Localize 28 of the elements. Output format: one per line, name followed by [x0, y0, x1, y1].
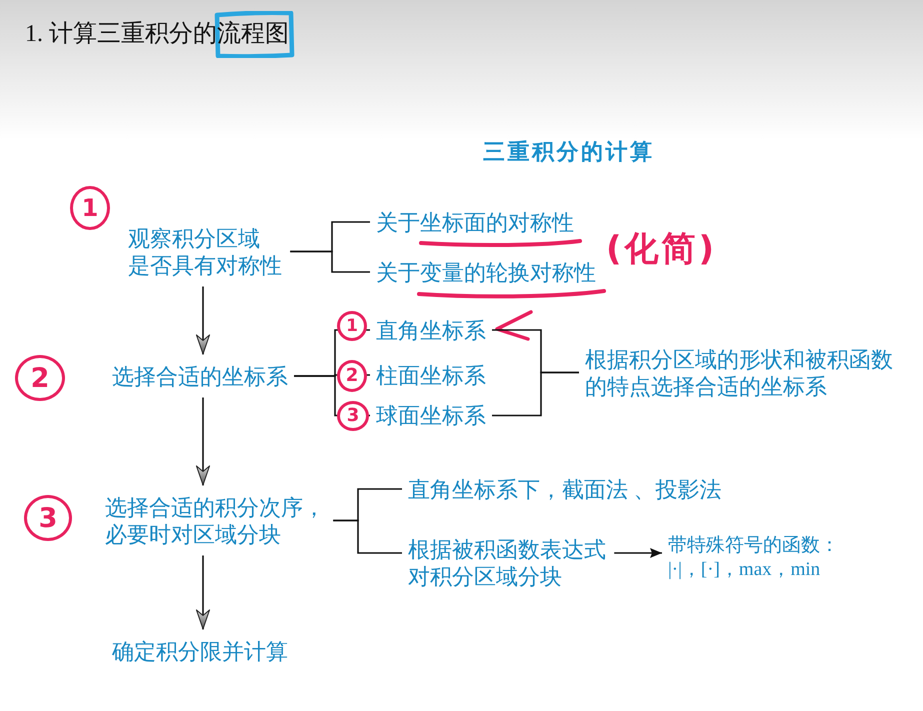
branch-text: 直角坐标系 [370, 314, 492, 346]
note-text: 根据积分区域的形状和被积函数的特点选择合适的坐标系 [579, 344, 902, 402]
arrow [196, 286, 210, 354]
branch-text: 关于变量的轮换对称性 [370, 256, 602, 288]
arrow [196, 398, 210, 486]
note-text: 带特殊符号的函数：|·|，[·]，max，min [662, 532, 847, 584]
circled-number: 3 [337, 401, 369, 431]
circled-number: 1 [337, 311, 367, 341]
branch-text: 球面坐标系 [370, 400, 492, 431]
bracket-line [290, 250, 370, 273]
step-text: 观察积分区域是否具有对称性 [122, 216, 290, 286]
branch-text: 直角坐标系下，截面法 、投影法 [402, 474, 728, 504]
circled-number: 3 [24, 495, 72, 541]
step-text: 选择合适的积分次序，必要时对区域分块 [99, 486, 334, 556]
circled-number: 2 [337, 360, 367, 392]
step-text: 确定积分限并计算 [106, 630, 294, 672]
arrow [196, 556, 210, 630]
branch-text: 关于坐标面的对称性 [370, 206, 580, 238]
step-text: 选择合适的坐标系 [106, 354, 294, 398]
branch-text: 根据被积函数表达式对积分区域分块 [402, 534, 614, 592]
bracket-line [333, 520, 402, 554]
arrow [614, 548, 662, 558]
diagram-title: 三重积分的计算 [483, 139, 654, 165]
handwritten-note: (化简) [606, 229, 718, 269]
bracket-line [492, 372, 579, 416]
circled-number: 2 [15, 355, 65, 401]
branch-text: 柱面坐标系 [370, 360, 492, 390]
circled-number: 1 [70, 186, 110, 230]
